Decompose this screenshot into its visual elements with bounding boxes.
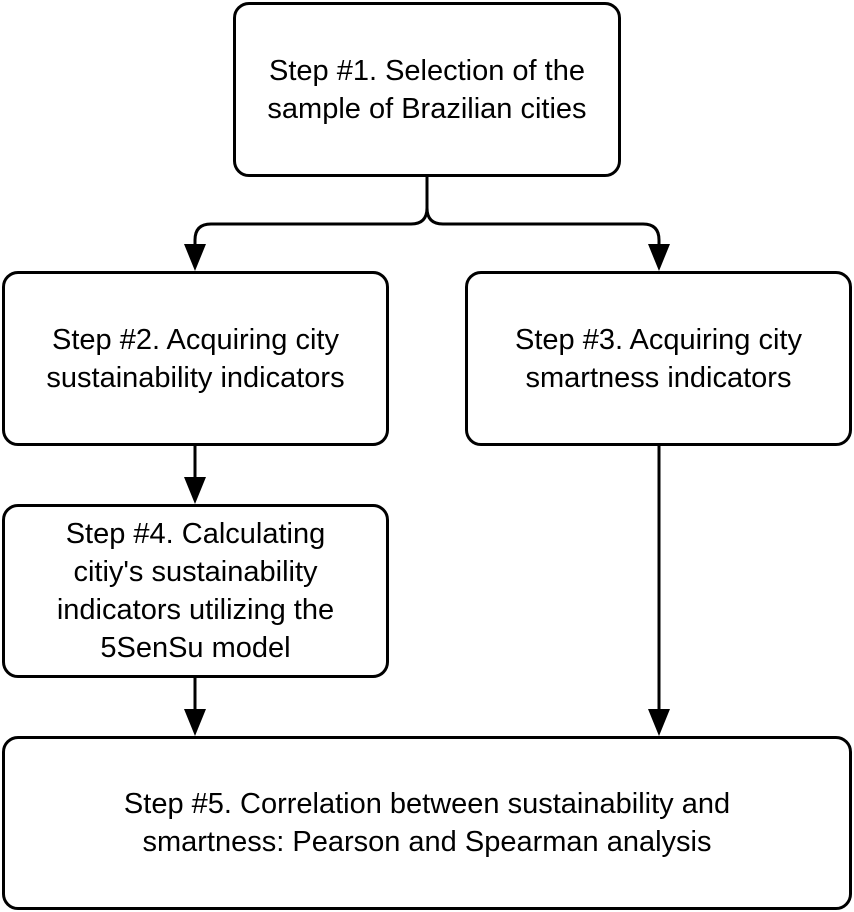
step3-box: Step #3. Acquiring city smartness indica… xyxy=(465,271,852,446)
step2-box: Step #2. Acquiring city sustainability i… xyxy=(2,271,389,446)
step5-line-2: smartness: Pearson and Spearman analysis xyxy=(142,826,712,858)
step4-box: Step #4. Calculating citiy's sustainabil… xyxy=(2,504,389,678)
step3-line-2: smartness indicators xyxy=(525,361,792,394)
arrowhead-step3-to-step5 xyxy=(648,709,670,736)
step4-line-2: citiy's sustainability xyxy=(73,556,318,588)
step5-box: Step #5. Correlation between sustainabil… xyxy=(2,736,852,910)
step3-line-1: Step #3. Acquiring city xyxy=(515,323,802,356)
arrowhead-to-step4 xyxy=(184,477,206,504)
step1-line-2: sample of Brazilian cities xyxy=(267,92,587,125)
connector-step1-right xyxy=(425,207,661,248)
step1-line-1: Step #1. Selection of the xyxy=(268,54,585,87)
connector-step1-split xyxy=(193,177,429,248)
step1-box: Step #1. Selection of the sample of Braz… xyxy=(233,2,621,177)
step2-line-2: sustainability indicators xyxy=(46,361,345,394)
step5-line-1: Step #5. Correlation between sustainabil… xyxy=(123,788,731,820)
step4-line-3: indicators utilizing the xyxy=(56,594,335,626)
arrowhead-step4-to-step5 xyxy=(184,709,206,736)
step2-line-1: Step #2. Acquiring city xyxy=(52,323,339,356)
step4-line-4: 5SenSu model xyxy=(100,632,291,664)
arrowhead-to-step3 xyxy=(648,244,670,271)
arrowhead-to-step2 xyxy=(184,244,206,271)
step4-line-1: Step #4. Calculating xyxy=(65,518,326,550)
